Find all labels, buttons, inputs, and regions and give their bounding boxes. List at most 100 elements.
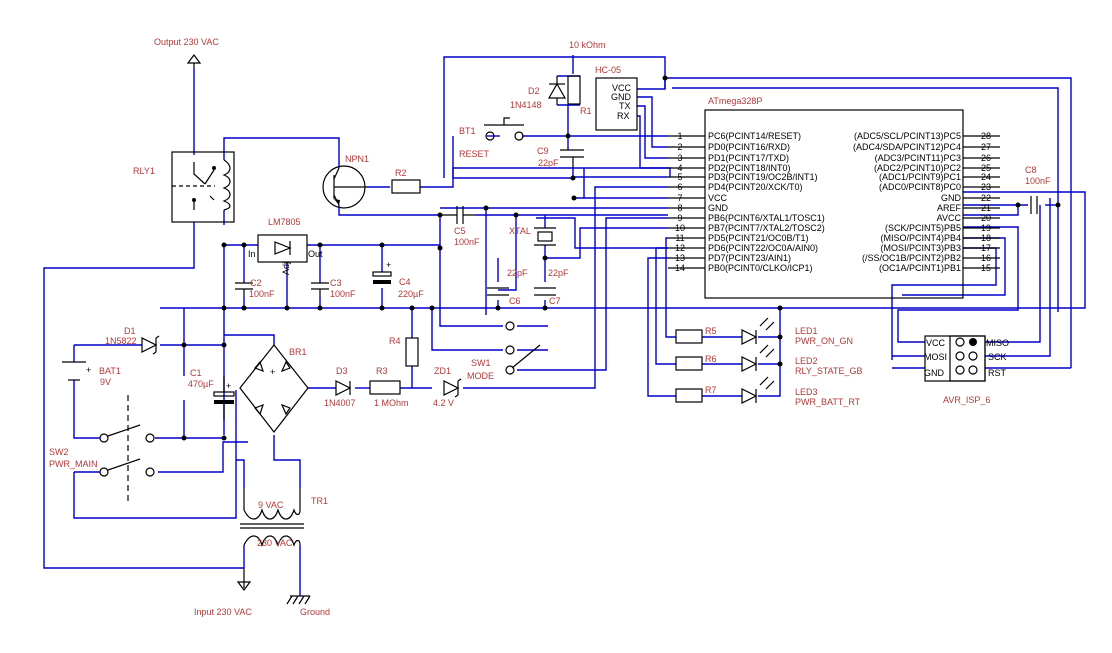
- r7-label: R7: [705, 385, 717, 395]
- c4-value-label: 220µF: [398, 289, 424, 299]
- mcu-pin-number: 10: [675, 223, 685, 233]
- d2-type-label: 1N4148: [510, 100, 542, 110]
- mcu-pin-number: 8: [677, 203, 682, 213]
- diode-d2-symbol: [547, 76, 567, 105]
- r1-value-label: 10 kOhm: [569, 40, 606, 50]
- mcu-pin-number: 12: [675, 243, 685, 253]
- c9-value-label: 22pF: [538, 158, 559, 168]
- r2-label: R2: [395, 168, 407, 178]
- ground-label: Ground: [300, 607, 330, 617]
- xtal-label: XTAL: [509, 226, 531, 236]
- mcu-pin-number: 25: [981, 163, 991, 173]
- bt1-label: BT1: [459, 126, 476, 136]
- mcu-pin-number: 28: [981, 131, 991, 141]
- br1-plus: +: [270, 367, 275, 377]
- junction-dots: [181, 75, 1061, 441]
- c8-value-label: 100nF: [1025, 176, 1051, 186]
- mcu-pin-number: 15: [981, 263, 991, 273]
- bat1-plus: +: [86, 365, 91, 375]
- isp-sck-label: SCK: [988, 352, 1007, 362]
- c5-value-label: 100nF: [454, 237, 480, 247]
- mcu-pin-number: 19: [981, 223, 991, 233]
- mcu-pin-number: 22: [981, 193, 991, 203]
- br1-label: BR1: [289, 347, 307, 357]
- led1-label: LED1: [795, 326, 818, 336]
- resistor-r7: [675, 388, 703, 403]
- capacitor-c6: [487, 287, 509, 296]
- mcu-pin-name: AVCC: [937, 213, 962, 223]
- mcu-pin-number: 9: [677, 213, 682, 223]
- r1-label: R1: [580, 106, 592, 116]
- isp-vcc-label: VCC: [926, 338, 946, 348]
- rly1-label: RLY1: [133, 166, 155, 176]
- c1-label: C1: [190, 368, 202, 378]
- mcu-pin-name: (OC1A/PCINT1)PB1: [879, 263, 961, 273]
- mcu-pin-number: 4: [677, 163, 682, 173]
- mcu-pin-number: 23: [981, 182, 991, 192]
- capacitor-c9: [560, 149, 584, 168]
- c7-value-label: 22pF: [548, 268, 569, 278]
- mcu-pin-name: GND: [708, 203, 729, 213]
- resistor-r5: [675, 329, 703, 344]
- diode-d1-symbol: [141, 335, 160, 355]
- hc-rx-label: RX: [617, 111, 630, 121]
- mcu-pin-number: 2: [677, 142, 682, 152]
- c1-plus: +: [226, 381, 231, 391]
- mcu-pin-name: PD1(PCINT17/TXD): [708, 153, 789, 163]
- capacitor-c5: [440, 206, 475, 224]
- mcu-pin-number: 6: [677, 182, 682, 192]
- r4-label: R4: [389, 336, 401, 346]
- mcu-pin-name: GND: [941, 193, 962, 203]
- output-terminal: [186, 54, 202, 68]
- r5-label: R5: [705, 326, 717, 336]
- c6-value-label: 22pF: [507, 268, 528, 278]
- c1-value-label: 470µF: [188, 379, 214, 389]
- mcu-pin-name: PD6(PCINT22/OC0A/AIN0): [708, 243, 818, 253]
- c8-label: C8: [1025, 165, 1037, 175]
- mcu-pin-number: 24: [981, 172, 991, 182]
- ground-symbol: [286, 595, 311, 605]
- r3-value-label: 1 MOhm: [374, 398, 409, 408]
- tr-pri-label: 230 VAC: [257, 538, 293, 548]
- hc-gnd-label: GND: [611, 92, 632, 102]
- mcu-pin-number: 27: [981, 142, 991, 152]
- mcu-pin-number: 18: [981, 233, 991, 243]
- hc-tx-label: TX: [619, 101, 631, 111]
- led1-net-label: PWR_ON_GN: [795, 336, 853, 346]
- mode-label: MODE: [467, 371, 494, 381]
- mcu-pin-name: PB0(PCINT0/CLKO/ICP1): [708, 263, 813, 273]
- regulator-lm7805-symbol: [221, 234, 385, 263]
- r6-label: R6: [705, 354, 717, 364]
- resistor-r3: [369, 380, 401, 395]
- pwr-main-label: PWR_MAIN: [49, 459, 98, 469]
- npn1-label: NPN1: [345, 154, 369, 164]
- mcu-pin-name: AREF: [937, 203, 962, 213]
- relay-rly1-symbol: [171, 151, 235, 223]
- isp-label: AVR_ISP_6: [943, 395, 990, 405]
- sw2-label: SW2: [49, 447, 69, 457]
- resistor-r2: [391, 179, 421, 194]
- npn-transistor-symbol: [322, 165, 367, 209]
- output-label: Output 230 VAC: [154, 37, 219, 47]
- d1-label: D1: [124, 326, 136, 336]
- mcu-pin-name: PD2(PCINT18/INT0): [708, 163, 791, 173]
- led-led1-symbol: [741, 317, 775, 345]
- capacitor-c1: [213, 376, 235, 420]
- resistor-r4: [405, 337, 419, 367]
- button-bt1-symbol: [484, 117, 524, 141]
- mcu-pin-name: (ADC4/SDA/PCINT12)PC4: [853, 142, 961, 152]
- mcu-pin-name: (ADC0/PCINT8)PC0: [879, 182, 961, 192]
- led3-net-label: PWR_BATT_RT: [795, 397, 861, 407]
- mcu-pin-name: (ADC1/PCINT9)PC1: [879, 172, 961, 182]
- mcu-pin-number: 1: [677, 131, 682, 141]
- tr-sec-label: 9 VAC: [258, 500, 284, 510]
- bluetooth-module-hc05: [595, 77, 638, 131]
- led-led3-symbol: [741, 376, 775, 404]
- c5-label: C5: [454, 226, 466, 236]
- zd1-label: ZD1: [434, 366, 451, 376]
- switch-sw2-symbol: [99, 395, 155, 505]
- hc-vcc-label: VCC: [612, 83, 632, 93]
- mcu-pin-lines: [668, 135, 1000, 269]
